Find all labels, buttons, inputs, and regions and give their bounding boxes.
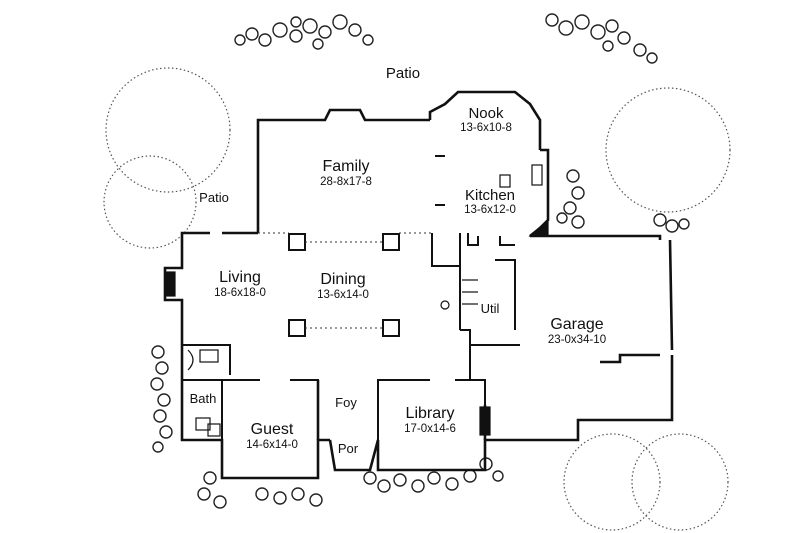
room-util-name: Util xyxy=(480,301,500,316)
room-living-name: Living xyxy=(219,269,261,286)
room-family: Family 28-8x17-8 xyxy=(320,158,372,188)
room-living: Living 18-6x18-0 xyxy=(214,269,266,299)
room-living-dim: 18-6x18-0 xyxy=(214,286,266,299)
room-garage-name: Garage xyxy=(550,316,604,333)
dotted-openings xyxy=(258,232,432,329)
room-nook: Nook 13-6x10-8 xyxy=(460,106,512,134)
room-dining: Dining 13-6x14-0 xyxy=(317,271,369,301)
room-garage-dim: 23-0x34-10 xyxy=(547,333,607,346)
room-bath: Bath xyxy=(190,392,217,406)
room-family-name: Family xyxy=(322,158,370,175)
room-dining-name: Dining xyxy=(320,271,366,288)
room-library: Library 17-0x14-6 xyxy=(404,405,456,435)
room-guest: Guest 14-6x14-0 xyxy=(246,421,298,451)
room-nook-name: Nook xyxy=(468,105,504,122)
interior-walls xyxy=(182,155,520,440)
patio-left-label: Patio xyxy=(199,190,229,205)
room-library-name: Library xyxy=(405,405,455,422)
room-kitchen-dim: 13-6x12-0 xyxy=(464,203,516,216)
room-garage: Garage 23-0x34-10 xyxy=(547,316,607,346)
fixtures xyxy=(164,164,549,437)
tree-landscaping xyxy=(103,67,731,531)
room-bath-name: Bath xyxy=(189,391,217,406)
room-por-name: Por xyxy=(337,441,359,456)
room-foy: Foy xyxy=(335,396,357,410)
room-guest-name: Guest xyxy=(250,421,294,438)
room-por: Por xyxy=(338,442,358,456)
room-dining-dim: 13-6x14-0 xyxy=(317,288,369,301)
room-foy-name: Foy xyxy=(335,395,357,410)
room-family-dim: 28-8x17-8 xyxy=(320,175,372,188)
room-library-dim: 17-0x14-6 xyxy=(404,422,456,435)
room-guest-dim: 14-6x14-0 xyxy=(246,438,298,451)
shrub-landscaping xyxy=(150,13,690,509)
room-util: Util xyxy=(481,302,500,316)
patio-top-label: Patio xyxy=(385,65,421,82)
room-kitchen-name: Kitchen xyxy=(464,187,516,204)
room-kitchen: Kitchen 13-6x12-0 xyxy=(464,188,516,216)
room-nook-dim: 13-6x10-8 xyxy=(460,121,512,134)
